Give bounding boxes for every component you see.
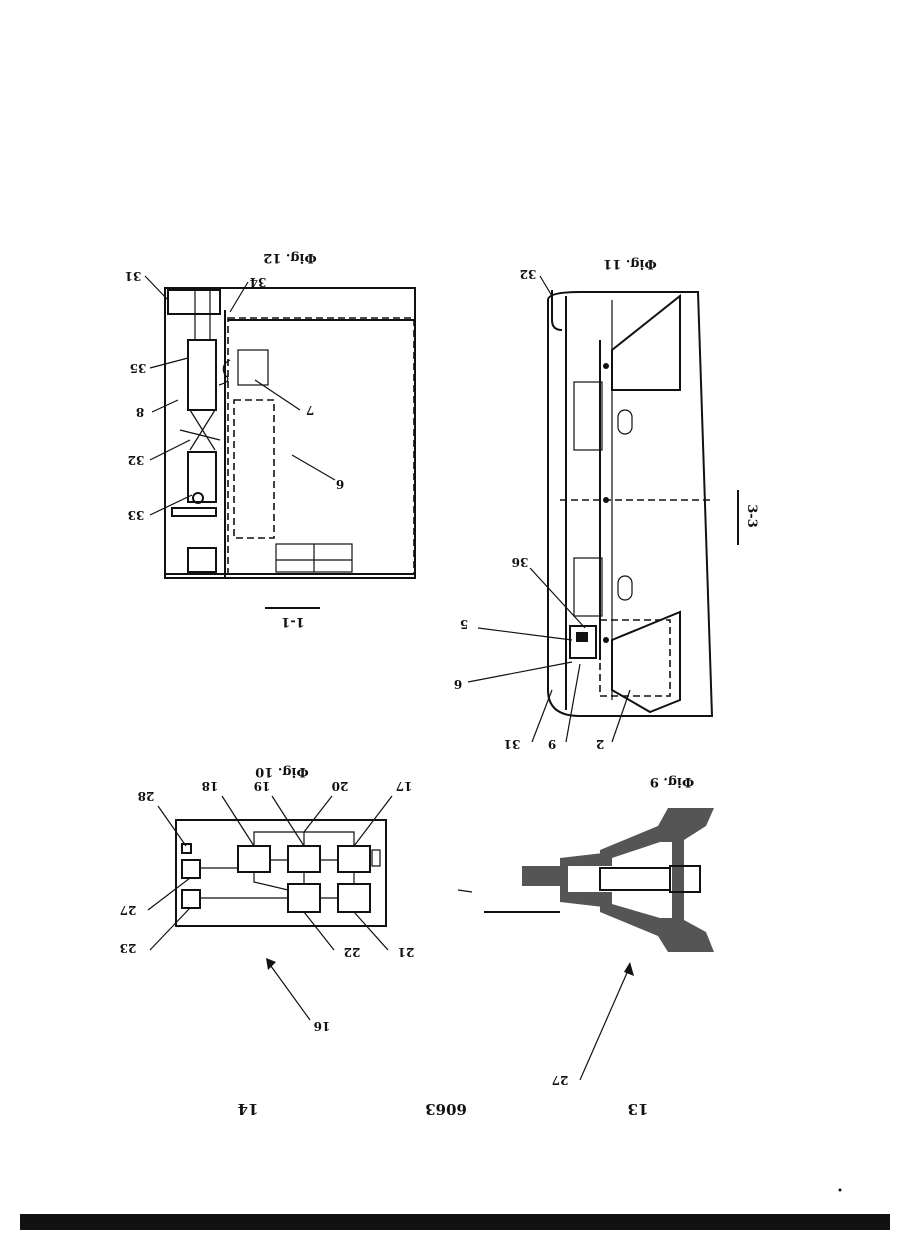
fig11-outline [548, 292, 712, 716]
fig10-block-18 [238, 846, 270, 872]
fig12-label-31: 31 [125, 269, 142, 283]
fig10-label-22: 22 [344, 945, 361, 959]
fig11-window-bottom [574, 558, 602, 616]
fig9-caption: Фig. 9 [650, 774, 694, 789]
fig11-label-9: 9 [548, 737, 556, 751]
fig10-block-17 [338, 846, 370, 872]
fig9-arrow-27 [624, 962, 634, 976]
fig11-label-2: 2 [596, 737, 604, 751]
fig12-leader-6 [292, 455, 335, 480]
fig10-leader-27 [148, 878, 190, 910]
figure-10: Фig. 10 28 18 19 20 17 27 23 22 [120, 764, 415, 1033]
fig10-connector [372, 850, 380, 866]
fig11-slot-bottom [618, 576, 632, 600]
fig11-wedge-top [612, 296, 680, 390]
fig10-label-23: 23 [120, 941, 137, 955]
fig11-slot-top [618, 410, 632, 434]
fig10-block-19 [288, 846, 320, 872]
fig11-label-36: 36 [512, 555, 529, 569]
fig10-arrow-16 [266, 958, 276, 970]
fig12-label-34: 34 [250, 275, 267, 289]
fig10-label-21: 21 [398, 945, 415, 959]
fig12-panel-7 [238, 350, 268, 385]
figure-9: Фig. 9 27 [458, 774, 714, 1087]
fig11-leader-31 [532, 690, 552, 742]
fig11-leader-32 [540, 276, 552, 296]
fig11-window-top [574, 382, 602, 450]
fig10-bus [254, 832, 354, 846]
fig11-bolt-2 [603, 497, 609, 503]
fig12-label-33: 33 [128, 508, 145, 522]
fig10-block-21 [338, 884, 370, 912]
fig12-label-7: 7 [306, 403, 314, 417]
fig11-section-label: 3-3 [744, 504, 759, 528]
scan-border-bar [20, 1214, 890, 1230]
fig11-leader-36 [530, 568, 585, 628]
fig11-label-32: 32 [520, 267, 537, 281]
speck [839, 1189, 842, 1192]
fig10-label-28: 28 [138, 789, 155, 803]
fig10-block-23 [182, 890, 200, 908]
fig12-leader-7 [255, 380, 300, 410]
fig9-mark [458, 890, 472, 892]
fig11-leader-5 [478, 628, 572, 640]
fig12-bottom-plate [172, 508, 216, 516]
fig12-section-label: 1-1 [281, 614, 305, 629]
fig9-stud [522, 866, 562, 886]
document-number: 6063 [425, 1100, 467, 1118]
page-number-left: 14 [238, 1100, 259, 1118]
fig10-leader-21 [354, 912, 388, 950]
fig12-label-32: 32 [128, 453, 145, 467]
fig12-label-35: 35 [130, 361, 147, 375]
fig12-module-upper [188, 340, 216, 410]
fig11-bolt-3 [603, 637, 609, 643]
fig10-block-28 [182, 844, 191, 853]
fig12-label-8: 8 [136, 405, 144, 419]
fig10-label-19: 19 [254, 779, 271, 793]
figure-12: Фig. 12 31 3 [125, 250, 415, 629]
fig11-label-5: 5 [460, 617, 468, 631]
fig10-block-22 [288, 884, 320, 912]
fig12-top-block [168, 290, 220, 314]
fig11-hook-32 [552, 290, 562, 330]
fig10-label-27: 27 [120, 903, 137, 917]
fig12-panel-6 [234, 400, 274, 538]
fig12-leader-34 [230, 282, 248, 312]
fig12-inner-dashed [228, 318, 414, 574]
fig11-label-6: 6 [454, 677, 462, 691]
fig12-small-box [188, 548, 216, 572]
fig10-leader-23 [150, 908, 190, 950]
fig12-leader-32 [150, 440, 190, 460]
fig9-bore [568, 866, 628, 892]
fig12-leader-35 [150, 358, 188, 368]
page-number-right: 13 [628, 1100, 649, 1118]
fig11-label-31: 31 [504, 737, 521, 751]
fig10-links [200, 860, 354, 898]
fig11-leader-9 [566, 664, 580, 742]
figure-11: Фig. 11 32 36 5 [454, 256, 759, 751]
fig9-leader-27 [580, 966, 630, 1080]
fig10-label-17: 17 [396, 779, 413, 793]
fig10-label-18: 18 [202, 779, 219, 793]
fig10-leader-28 [158, 806, 186, 846]
fig11-component-5-core [576, 632, 588, 642]
fig11-caption: Фig. 11 [603, 256, 657, 271]
fig10-label-16: 16 [314, 1019, 331, 1033]
fig10-caption: Фig. 10 [255, 764, 309, 779]
fig10-label-20: 20 [332, 779, 349, 793]
fig12-housing [165, 288, 415, 578]
fig12-label-6: 6 [336, 477, 344, 491]
fig12-caption: Фig. 12 [263, 250, 317, 265]
fig12-wiring [180, 410, 220, 450]
fig9-label-27: 27 [552, 1073, 569, 1087]
fig10-leader-22 [304, 912, 334, 950]
fig11-leader-6 [468, 662, 572, 682]
fig10-leader-16 [268, 962, 310, 1020]
fig10-leader-20 [304, 796, 332, 832]
fig11-bolt-1 [603, 363, 609, 369]
fig10-block-27 [182, 860, 200, 878]
